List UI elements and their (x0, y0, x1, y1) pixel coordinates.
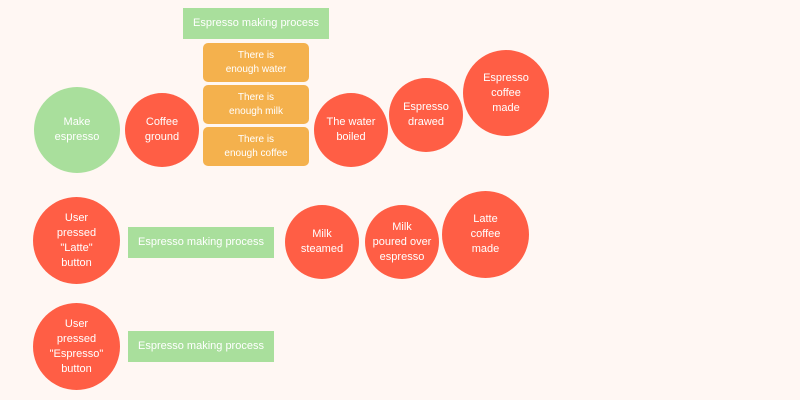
espresso-process-ref-espresso: Espresso making process (128, 331, 274, 362)
enough-milk-condition: There is enough milk (203, 85, 309, 124)
latte-coffee-made-node: Latte coffee made (442, 191, 529, 278)
coffee-ground-node: Coffee ground (125, 93, 199, 167)
espresso-drawed-node: Espresso drawed (389, 78, 463, 152)
milk-poured-node: Milk poured over espresso (365, 205, 439, 279)
milk-steamed-node: Milk steamed (285, 205, 359, 279)
water-boiled-node: The water boiled (314, 93, 388, 167)
make-espresso-node: Make espresso (34, 87, 120, 173)
espresso-coffee-made-node: Espresso coffee made (463, 50, 549, 136)
user-pressed-espresso-node: User pressed "Espresso" button (33, 303, 120, 390)
espresso-process-ref-latte: Espresso making process (128, 227, 274, 258)
enough-water-condition: There is enough water (203, 43, 309, 82)
espresso-process-title: Espresso making process (183, 8, 329, 39)
enough-coffee-condition: There is enough coffee (203, 127, 309, 166)
user-pressed-latte-node: User pressed "Latte" button (33, 197, 120, 284)
